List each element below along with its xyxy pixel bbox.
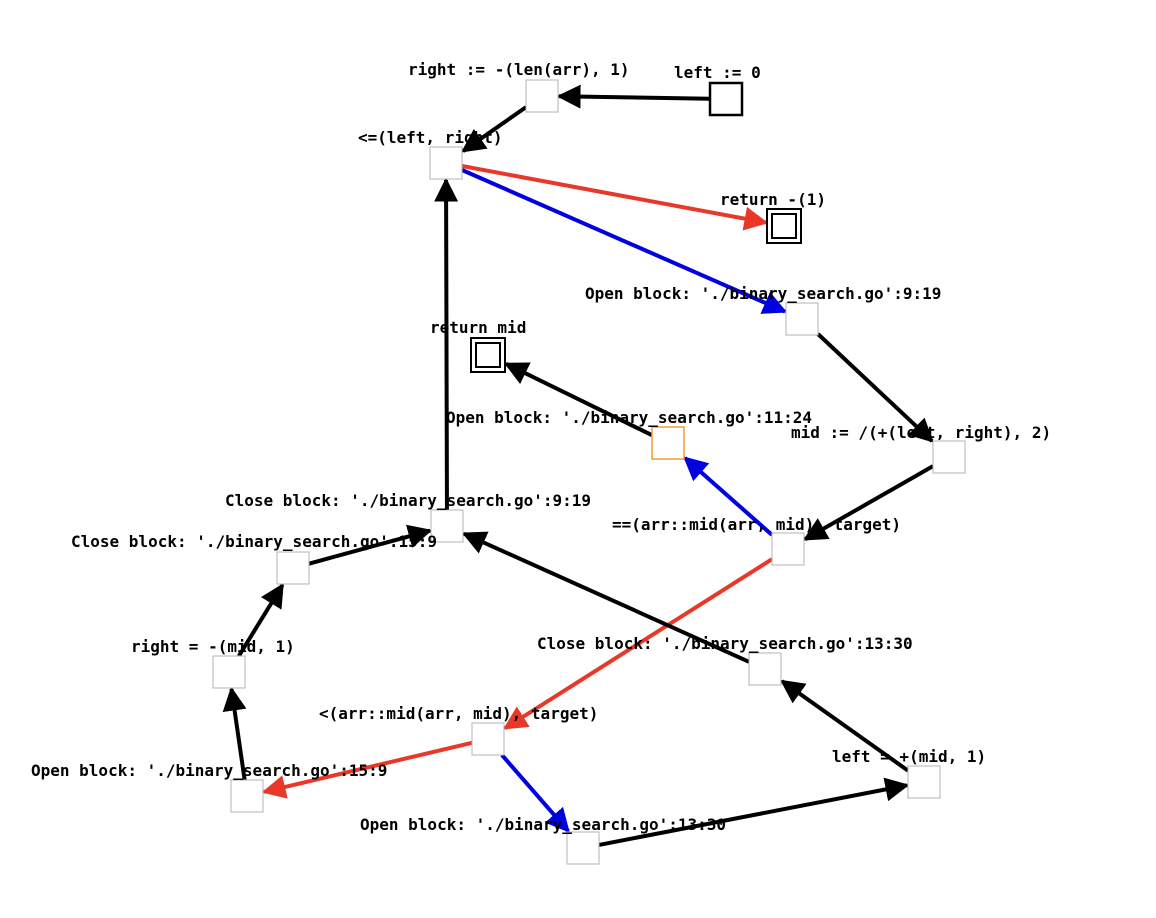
edge-n_open_11_24-to-n_return_mid bbox=[503, 362, 653, 437]
node-label-n_right_upd: right = -(mid, 1) bbox=[131, 637, 295, 656]
node-box bbox=[429, 146, 463, 180]
edge-n_loop_cond-to-n_return_neg1 bbox=[461, 164, 769, 231]
node-box bbox=[212, 655, 246, 689]
node-n_open_13_30[interactable] bbox=[566, 831, 600, 865]
labels-layer: left := 0 right := -(len(arr), 1) <=(left,… bbox=[31, 60, 1051, 834]
edge-n_lt-to-n_open_15_9 bbox=[261, 740, 473, 799]
node-label-n_close_15_9: Close block: './binary_search.go':15:9 bbox=[71, 532, 437, 551]
node-box bbox=[907, 765, 941, 799]
node-label-n_mid: mid := /(+(left, right), 2) bbox=[791, 423, 1051, 442]
node-n_return_neg1[interactable] bbox=[766, 208, 802, 244]
node-label-n_eq: ==(arr::mid(arr, mid), target) bbox=[612, 515, 901, 534]
node-label-n_open_13_30: Open block: './binary_search.go':13:30 bbox=[360, 815, 726, 834]
node-n_mid[interactable] bbox=[932, 440, 966, 474]
node-box bbox=[430, 509, 464, 543]
edge-n_loop_cond-to-n_open_9_19 bbox=[461, 168, 788, 314]
edge-n_eq-to-n_open_11_24 bbox=[683, 456, 774, 537]
node-box bbox=[771, 532, 805, 566]
node-label-n_right_init: right := -(len(arr), 1) bbox=[408, 60, 630, 79]
node-n_return_mid[interactable] bbox=[470, 337, 506, 373]
node-n_open_11_24[interactable] bbox=[651, 426, 685, 460]
edge-n_open_13_30-to-n_left_upd bbox=[598, 777, 910, 847]
node-n_close_9_19[interactable] bbox=[430, 509, 464, 543]
entry-node-box bbox=[708, 81, 744, 117]
node-label-n_close_13_30: Close block: './binary_search.go':13:30 bbox=[537, 634, 913, 653]
node-n_close_13_30[interactable] bbox=[748, 652, 782, 686]
exit-node-inner-box bbox=[771, 213, 797, 239]
edge-n_mid-to-n_eq bbox=[802, 464, 934, 542]
node-box bbox=[276, 551, 310, 585]
edge-n_close_13_30-to-n_close_9_19 bbox=[461, 531, 750, 664]
node-n_eq[interactable] bbox=[771, 532, 805, 566]
node-n_left_init[interactable] bbox=[708, 81, 744, 117]
node-n_loop_cond[interactable] bbox=[429, 146, 463, 180]
node-label-n_lt: <(arr::mid(arr, mid), target) bbox=[319, 704, 598, 723]
edge-n_left_init-to-n_right_init bbox=[556, 84, 711, 109]
edge-n_left_upd-to-n_close_13_30 bbox=[780, 679, 910, 773]
node-label-n_return_neg1: return -(1) bbox=[720, 190, 826, 209]
edge-n_open_9_19-to-n_mid bbox=[816, 332, 934, 443]
edge-n_close_15_9-to-n_close_9_19 bbox=[308, 524, 433, 566]
exit-node-inner-box bbox=[475, 342, 501, 368]
node-label-n_left_init: left := 0 bbox=[674, 63, 761, 82]
node-n_right_upd[interactable] bbox=[212, 655, 246, 689]
node-n_close_15_9[interactable] bbox=[276, 551, 310, 585]
edge-n_eq-to-n_lt bbox=[502, 557, 774, 730]
node-label-n_return_mid: return mid bbox=[430, 318, 526, 337]
node-n_open_15_9[interactable] bbox=[230, 779, 264, 813]
edge-n_right_upd-to-n_close_15_9 bbox=[237, 582, 285, 658]
edges-layer bbox=[222, 84, 934, 847]
node-box bbox=[932, 440, 966, 474]
node-label-n_open_15_9: Open block: './binary_search.go':15:9 bbox=[31, 761, 387, 780]
edge-n_open_15_9-to-n_right_upd bbox=[222, 686, 247, 781]
edge-n_close_9_19-to-n_loop_cond bbox=[434, 177, 459, 511]
node-box bbox=[230, 779, 264, 813]
edge-n_lt-to-n_open_13_30 bbox=[500, 753, 570, 833]
node-box bbox=[471, 722, 505, 756]
node-box bbox=[525, 79, 559, 113]
node-box bbox=[566, 831, 600, 865]
edge-n_right_init-to-n_loop_cond bbox=[461, 105, 528, 153]
node-label-n_open_9_19: Open block: './binary_search.go':9:19 bbox=[585, 284, 941, 303]
node-label-n_loop_cond: <=(left, right) bbox=[358, 128, 503, 147]
node-box bbox=[748, 652, 782, 686]
node-n_open_9_19[interactable] bbox=[785, 302, 819, 336]
node-n_left_upd[interactable] bbox=[907, 765, 941, 799]
node-n_right_init[interactable] bbox=[525, 79, 559, 113]
node-box bbox=[785, 302, 819, 336]
node-n_lt[interactable] bbox=[471, 722, 505, 756]
node-label-n_open_11_24: Open block: './binary_search.go':11:24 bbox=[446, 408, 812, 427]
node-label-n_left_upd: left = +(mid, 1) bbox=[832, 747, 986, 766]
nodes-layer bbox=[212, 79, 966, 865]
highlighted-node-box bbox=[651, 426, 685, 460]
node-label-n_close_9_19: Close block: './binary_search.go':9:19 bbox=[225, 491, 591, 510]
